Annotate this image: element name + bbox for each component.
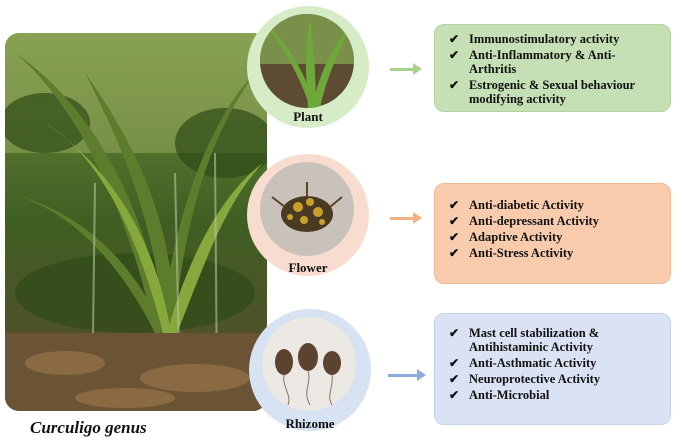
check-icon: ✔ (449, 198, 460, 212)
list-item: ✔Anti-Inflammatory & Anti-Arthritis (449, 48, 616, 76)
check-icon: ✔ (449, 48, 460, 62)
check-icon: ✔ (449, 78, 460, 92)
check-icon: ✔ (449, 326, 460, 340)
arrow-right-icon (390, 63, 422, 75)
plant-activities-box: ✔Immunostimulatory activity ✔Anti-Inflam… (434, 24, 671, 112)
rhizome-activities-box: ✔Mast cell stabilization & Antihistamini… (434, 313, 671, 425)
check-icon: ✔ (449, 246, 460, 260)
list-item: ✔Mast cell stabilization & Antihistamini… (449, 326, 600, 354)
arrow-right-icon (390, 212, 422, 224)
check-icon: ✔ (449, 230, 460, 244)
check-icon: ✔ (449, 372, 460, 386)
rhizome-circle: Rhizome (249, 309, 371, 431)
list-item: ✔Immunostimulatory activity (449, 32, 620, 46)
plant-label: Plant (293, 109, 323, 124)
flower-thumbnail (260, 162, 354, 256)
check-icon: ✔ (449, 214, 460, 228)
list-item: ✔Estrogenic & Sexual behaviour modifying… (449, 78, 635, 106)
check-icon: ✔ (449, 32, 460, 46)
rhizome-label: Rhizome (285, 416, 335, 431)
plant-thumbnail (260, 14, 354, 108)
plant-circle: Plant (247, 6, 369, 128)
list-item: ✔Anti-Asthmatic Activity (449, 356, 597, 370)
flower-circle: Flower (247, 154, 369, 276)
list-item: ✔Anti-depressant Activity (449, 214, 599, 228)
list-item: ✔Neuroprotective Activity (449, 372, 601, 386)
rhizome-thumbnail (262, 317, 356, 411)
flower-label: Flower (288, 260, 328, 275)
list-item: ✔Adaptive Activity (449, 230, 563, 244)
curculigo-plant-photo (5, 33, 267, 411)
list-item: ✔Anti-Microbial (449, 388, 550, 402)
flower-activities-box: ✔Anti-diabetic Activity ✔Anti-depressant… (434, 183, 671, 284)
check-icon: ✔ (449, 356, 460, 370)
list-item: ✔Anti-diabetic Activity (449, 198, 584, 212)
check-icon: ✔ (449, 388, 460, 402)
list-item: ✔Anti-Stress Activity (449, 246, 574, 260)
arrow-right-icon (388, 369, 426, 381)
diagram-caption: Curculigo genus (30, 418, 147, 437)
